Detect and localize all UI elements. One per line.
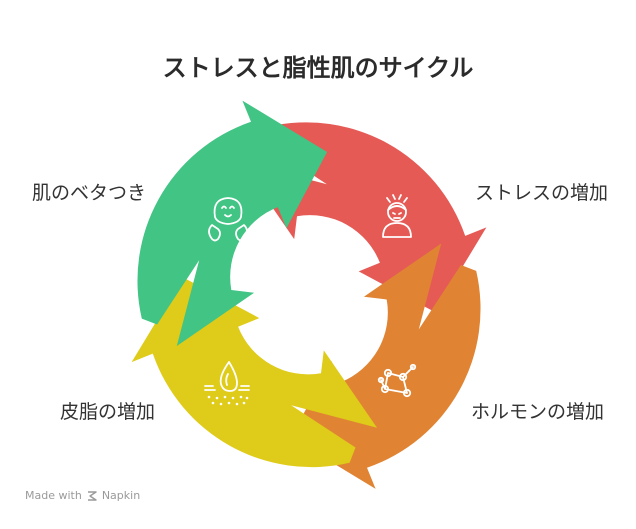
napkin-logo-icon [87, 490, 97, 501]
diagram-title: ストレスと脂性肌のサイクル [162, 54, 474, 82]
footer-watermark: Made with Napkin [25, 489, 140, 502]
segment-hormone [290, 243, 481, 489]
brand-text: Napkin [101, 489, 141, 502]
sticky-face-icon [208, 197, 248, 242]
label-hormone-increase: ホルモンの増加 [471, 401, 605, 423]
label-sebum-increase: 皮脂の増加 [60, 401, 156, 423]
made-with-text: Made with [25, 489, 82, 502]
label-sticky-skin: 肌のベタつき [32, 182, 147, 204]
stressed-person-icon [382, 194, 412, 238]
hormone-network-icon [377, 363, 417, 398]
label-stress-increase: ストレスの増加 [475, 182, 609, 204]
oil-drop-skin-icon [204, 361, 250, 406]
